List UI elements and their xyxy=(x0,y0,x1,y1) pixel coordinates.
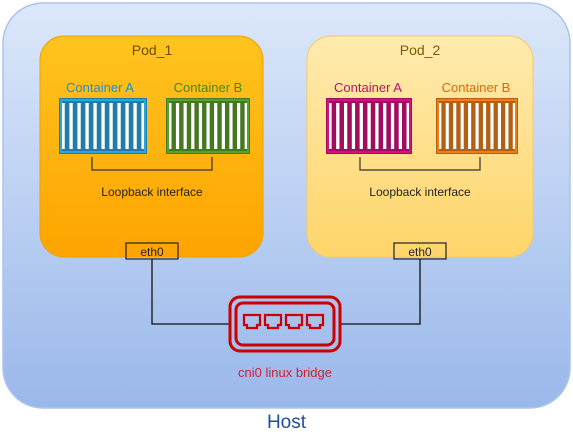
link-pod-1-to-bridge xyxy=(151,259,230,325)
pod-1-container-a-label: Container A xyxy=(66,80,134,95)
container-icon xyxy=(436,98,518,154)
pod-2-loopback-label: Loopback interface xyxy=(369,185,471,199)
host-label: Host xyxy=(266,412,307,433)
pod-2-eth0-label: eth0 xyxy=(408,245,432,259)
pod-1: Pod_1 Container A Container B Loopback i… xyxy=(39,35,264,260)
bridge-label: cni0 linux bridge xyxy=(238,365,332,380)
pod-1-title: Pod_1 xyxy=(132,42,173,58)
bridge-ports xyxy=(242,313,325,330)
pod-2-box xyxy=(306,35,534,258)
pod-1-loopback-bracket xyxy=(91,157,213,171)
bridge-port xyxy=(305,313,325,330)
container-icon xyxy=(326,98,412,154)
pod-2-container-a-label: Container A xyxy=(334,80,402,95)
pod-1-eth0-label: eth0 xyxy=(140,245,164,259)
container-icon xyxy=(166,98,250,154)
pod-2-loopback-bracket xyxy=(359,157,481,171)
pod-1-box xyxy=(39,35,264,258)
pod-1-container-b-label: Container B xyxy=(174,80,243,95)
pod-1-loopback-label: Loopback interface xyxy=(101,185,203,199)
bridge-port xyxy=(263,313,283,330)
pod-2: Pod_2 Container A Container B Loopback i… xyxy=(306,35,534,260)
bridge-port xyxy=(284,313,304,330)
container-icon xyxy=(59,98,147,154)
bridge-port xyxy=(242,313,262,330)
link-pod-2-to-bridge xyxy=(341,259,421,325)
pod-2-container-b-label: Container B xyxy=(442,80,511,95)
pod-2-title: Pod_2 xyxy=(400,42,441,58)
network-switch-icon xyxy=(228,295,342,353)
